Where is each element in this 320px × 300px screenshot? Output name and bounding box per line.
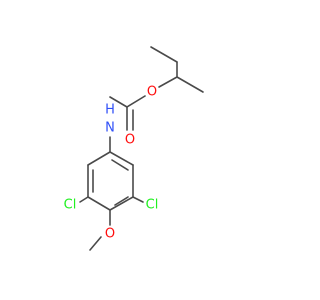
chlorine-left-label: Cl [64, 198, 77, 213]
ring-inner-bond-c [111, 159, 129, 171]
oxygen-methoxy-label: O [105, 227, 115, 242]
ring-bond-6 [109, 151, 134, 166]
oxygen-ether-label: O [147, 85, 157, 100]
bond-o-carbonyl-c [126, 95, 146, 108]
bond-ring-cl-right [132, 196, 144, 203]
bond-sec-ch-o [158, 76, 178, 88]
bond-carbonyl-c-n [109, 96, 128, 108]
molecule-structure-diagram: O O N H Cl Cl O [64, 46, 204, 251]
bond-ring-cl-left [79, 196, 89, 203]
oxygen-carbonyl-label: O [125, 133, 135, 148]
ring-bond-3 [87, 196, 111, 211]
hydrogen-label: H [105, 103, 115, 118]
bond-ethyl-ch3-ch2 [150, 46, 178, 63]
ring-inner-bond-b [114, 196, 129, 206]
nitrogen-label: N [105, 121, 115, 136]
chlorine-right-label: Cl [146, 198, 159, 213]
ring-bond-1 [87, 151, 111, 166]
bond-sec-ch-ch3 [176, 76, 204, 93]
bond-o-methyl [89, 236, 102, 251]
ring-bond-4 [109, 196, 134, 211]
